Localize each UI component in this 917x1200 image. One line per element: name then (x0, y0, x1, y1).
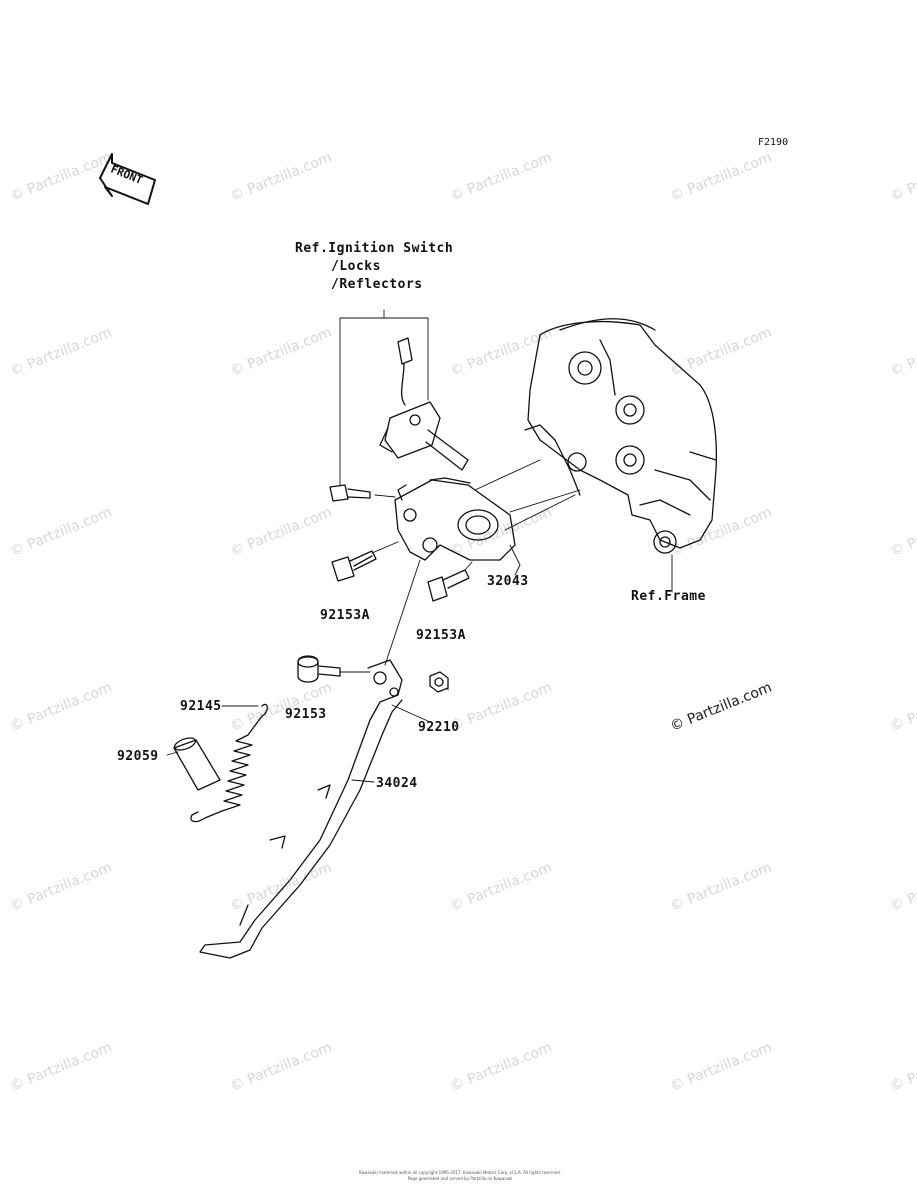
frame-outline (524, 318, 718, 554)
ref-ignition-line1[interactable]: Ref.Ignition Switch (295, 241, 454, 256)
bracket-32043-part (394, 477, 516, 561)
part-label-34024[interactable]: 34024 (376, 776, 418, 791)
part-label-92153[interactable]: 92153 (285, 707, 327, 722)
bolt-92153-part (297, 655, 341, 683)
spring-92145-part (190, 703, 268, 823)
ref-frame-label[interactable]: Ref.Frame (631, 589, 706, 604)
part-label-92145[interactable]: 92145 (180, 699, 222, 714)
ref-ignition-line3[interactable]: /Reflectors (331, 277, 423, 292)
part-label-92153A-left[interactable]: 92153A (320, 608, 370, 623)
nut-92210-part (429, 671, 449, 693)
bolt-top-part (329, 484, 371, 502)
ref-ignition-line2[interactable]: /Locks (331, 259, 381, 274)
front-arrow-icon: FRONT (99, 153, 156, 205)
ignition-switch-part (379, 337, 469, 471)
side-stand-34024-part (199, 659, 403, 959)
bolt-92153A-left-part (331, 550, 377, 582)
part-label-92210[interactable]: 92210 (418, 720, 460, 735)
leader-lines (166, 309, 673, 783)
part-label-32043[interactable]: 32043 (487, 574, 529, 589)
bolt-92153A-right-part (427, 569, 470, 602)
part-label-92059[interactable]: 92059 (117, 749, 159, 764)
diagram-code: F2190 (758, 137, 789, 148)
footer-line2: Page generated and served by Partzilla o… (407, 1176, 513, 1181)
sleeve-92059-part (173, 737, 221, 791)
part-label-92153A-right[interactable]: 92153A (416, 628, 466, 643)
footer-line1: Kawasaki materials within all copyright … (359, 1170, 561, 1175)
